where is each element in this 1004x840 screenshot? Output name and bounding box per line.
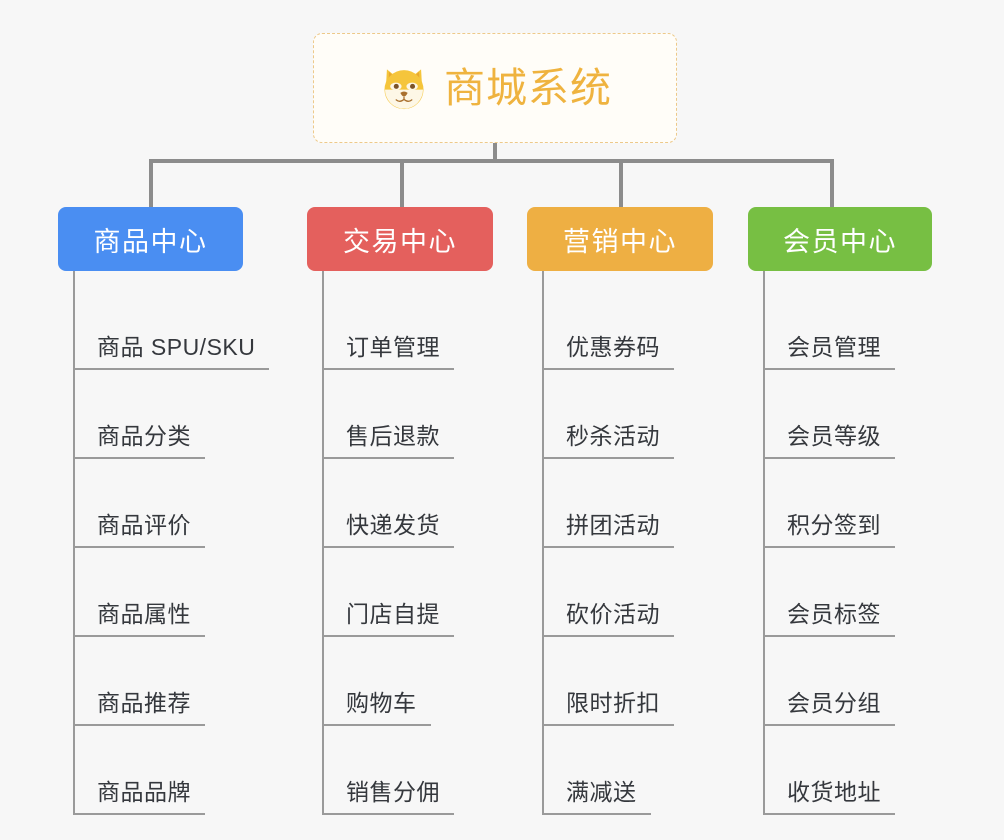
leaf-item-label: 商品推荐 xyxy=(97,690,191,716)
leaf-item[interactable]: 砍价活动 xyxy=(544,548,713,637)
leaf-item-label: 拼团活动 xyxy=(566,512,660,538)
category-column-4: 会员中心会员管理会员等级积分签到会员标签会员分组收货地址 xyxy=(748,207,932,815)
category-spine: 商品 SPU/SKU 商品分类商品评价商品属性商品推荐商品品牌 xyxy=(73,271,270,815)
leaf-item[interactable]: 商品 SPU/SKU xyxy=(75,281,270,370)
category-column-2: 交易中心订单管理售后退款快递发货门店自提购物车销售分佣 xyxy=(307,207,493,815)
leaf-item-underline: 销售分佣 xyxy=(324,773,454,815)
leaf-item-underline: 会员管理 xyxy=(765,328,895,370)
category-header[interactable]: 商品中心 xyxy=(58,207,243,271)
leaf-item-label: 会员标签 xyxy=(787,601,881,627)
leaf-item-label: 订单管理 xyxy=(346,334,440,360)
leaf-item-label: 砍价活动 xyxy=(566,601,660,627)
leaf-item-label: 购物车 xyxy=(346,690,417,716)
leaf-item[interactable]: 订单管理 xyxy=(324,281,493,370)
category-column-1: 商品中心商品 SPU/SKU 商品分类商品评价商品属性商品推荐商品品牌 xyxy=(58,207,270,815)
connector-root-stem xyxy=(493,143,497,163)
leaf-item[interactable]: 商品推荐 xyxy=(75,637,243,726)
leaf-item[interactable]: 秒杀活动 xyxy=(544,370,713,459)
leaf-item-label: 商品属性 xyxy=(97,601,191,627)
leaf-item-underline: 购物车 xyxy=(324,684,431,726)
leaf-item-label: 优惠券码 xyxy=(566,334,660,360)
root-node[interactable]: 商城系统 xyxy=(313,33,677,143)
leaf-item-label: 收货地址 xyxy=(787,779,881,805)
leaf-item[interactable]: 商品评价 xyxy=(75,459,243,548)
connector-drop-2 xyxy=(400,159,404,209)
leaf-item-underline: 会员分组 xyxy=(765,684,895,726)
leaf-item-underline: 拼团活动 xyxy=(544,506,674,548)
leaf-item-underline: 收货地址 xyxy=(765,773,895,815)
category-spine: 优惠券码秒杀活动拼团活动砍价活动限时折扣满减送 xyxy=(542,271,713,815)
leaf-item-underline: 满减送 xyxy=(544,773,651,815)
leaf-item-label: 会员分组 xyxy=(787,690,881,716)
leaf-item-underline: 商品品牌 xyxy=(75,773,205,815)
connector-horizontal-bus xyxy=(149,159,832,163)
leaf-item-underline: 售后退款 xyxy=(324,417,454,459)
leaf-item-label: 会员等级 xyxy=(787,423,881,449)
leaf-item[interactable]: 会员标签 xyxy=(765,548,932,637)
leaf-item[interactable]: 商品分类 xyxy=(75,370,243,459)
leaf-item-underline: 秒杀活动 xyxy=(544,417,674,459)
leaf-item[interactable]: 会员等级 xyxy=(765,370,932,459)
leaf-item-underline: 订单管理 xyxy=(324,328,454,370)
root-title: 商城系统 xyxy=(444,64,612,111)
leaf-item[interactable]: 商品属性 xyxy=(75,548,243,637)
leaf-item-label: 销售分佣 xyxy=(346,779,440,805)
category-column-3: 营销中心优惠券码秒杀活动拼团活动砍价活动限时折扣满减送 xyxy=(527,207,713,815)
category-header[interactable]: 营销中心 xyxy=(527,207,713,271)
leaf-item-label: 商品品牌 xyxy=(97,779,191,805)
leaf-item[interactable]: 会员管理 xyxy=(765,281,932,370)
leaf-item[interactable]: 商品品牌 xyxy=(75,726,243,815)
leaf-item-underline: 商品推荐 xyxy=(75,684,205,726)
leaf-item[interactable]: 会员分组 xyxy=(765,637,932,726)
leaf-item-label: 秒杀活动 xyxy=(566,423,660,449)
leaf-item-label: 满减送 xyxy=(566,779,637,805)
leaf-item-underline: 门店自提 xyxy=(324,595,454,637)
leaf-item-label: 商品评价 xyxy=(97,512,191,538)
leaf-item-label: 门店自提 xyxy=(346,601,440,627)
leaf-item[interactable]: 购物车 xyxy=(324,637,493,726)
leaf-item-underline: 砍价活动 xyxy=(544,595,674,637)
leaf-item-underline: 会员等级 xyxy=(765,417,895,459)
leaf-item[interactable]: 优惠券码 xyxy=(544,281,713,370)
connector-drop-3 xyxy=(619,159,623,209)
leaf-item-underline: 会员标签 xyxy=(765,595,895,637)
leaf-item[interactable]: 快递发货 xyxy=(324,459,493,548)
leaf-item-label: 售后退款 xyxy=(346,423,440,449)
category-spine: 订单管理售后退款快递发货门店自提购物车销售分佣 xyxy=(322,271,493,815)
leaf-item-underline: 快递发货 xyxy=(324,506,454,548)
leaf-item[interactable]: 限时折扣 xyxy=(544,637,713,726)
leaf-item-underline: 商品分类 xyxy=(75,417,205,459)
leaf-item[interactable]: 收货地址 xyxy=(765,726,932,815)
leaf-item-label: 积分签到 xyxy=(787,512,881,538)
leaf-item-label: 快递发货 xyxy=(346,512,440,538)
leaf-item[interactable]: 拼团活动 xyxy=(544,459,713,548)
leaf-item-label: 商品 SPU/SKU xyxy=(97,334,256,360)
leaf-item-underline: 商品属性 xyxy=(75,595,205,637)
leaf-item-underline: 限时折扣 xyxy=(544,684,674,726)
leaf-item-label: 限时折扣 xyxy=(566,690,660,716)
leaf-item-underline: 优惠券码 xyxy=(544,328,674,370)
leaf-item[interactable]: 销售分佣 xyxy=(324,726,493,815)
category-header[interactable]: 交易中心 xyxy=(307,207,493,271)
leaf-item-underline: 积分签到 xyxy=(765,506,895,548)
shiba-dog-face-icon xyxy=(384,69,424,110)
leaf-item-underline: 商品 SPU/SKU xyxy=(75,328,270,370)
leaf-item-label: 商品分类 xyxy=(97,423,191,449)
leaf-item[interactable]: 满减送 xyxy=(544,726,713,815)
connector-drop-4 xyxy=(830,159,834,209)
leaf-item-underline: 商品评价 xyxy=(75,506,205,548)
category-header[interactable]: 会员中心 xyxy=(748,207,932,271)
leaf-item-label: 会员管理 xyxy=(787,334,881,360)
category-spine: 会员管理会员等级积分签到会员标签会员分组收货地址 xyxy=(763,271,932,815)
leaf-item[interactable]: 门店自提 xyxy=(324,548,493,637)
leaf-item[interactable]: 售后退款 xyxy=(324,370,493,459)
leaf-item[interactable]: 积分签到 xyxy=(765,459,932,548)
connector-drop-1 xyxy=(149,159,153,209)
